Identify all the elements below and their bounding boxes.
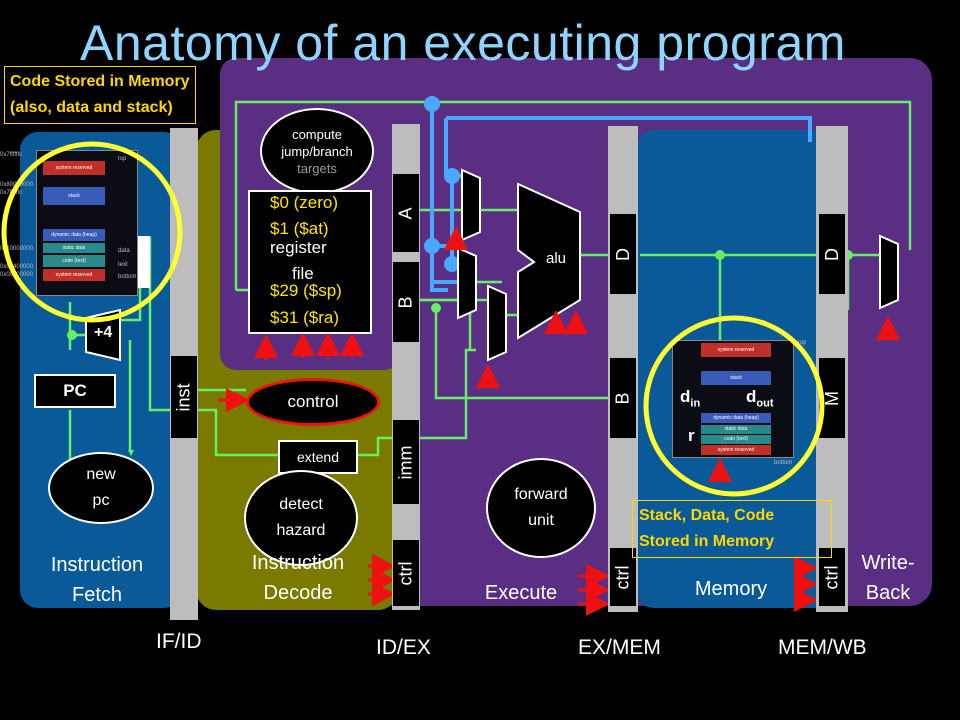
map-system-reserved-bottom: system reserved — [43, 269, 105, 281]
id-ex-label: ID/EX — [376, 636, 431, 659]
ex-mem-label: EX/MEM — [578, 636, 661, 659]
ex-mem-b-field: B — [610, 358, 636, 438]
register-file-label-1: register — [270, 238, 327, 257]
forward-node-b — [424, 238, 440, 254]
din-label: din — [680, 387, 701, 410]
code-map-address-1: 0x7ffffffc — [0, 152, 23, 158]
id-ex-a-field: A — [393, 174, 419, 252]
mux-writeback — [879, 234, 899, 310]
detect-line2: hazard — [276, 522, 326, 539]
map-stack: stack — [43, 187, 105, 205]
pc-register: PC — [34, 374, 116, 408]
control-unit: control — [246, 378, 380, 426]
dout-label: dout — [746, 387, 774, 410]
code-memory-callout: Code Stored in Memory (also, data and st… — [4, 66, 196, 124]
data-memory-fragment: r — [688, 426, 695, 445]
forward-node-a — [444, 168, 460, 184]
id-ex-ctrl-field: ctrl — [393, 540, 419, 606]
compute-line2: jump/branch — [281, 143, 353, 159]
new-pc-ellipse: new pc — [48, 452, 154, 524]
map-heap: dynamic data (heap) — [43, 229, 105, 241]
memory-stage-label: Memory — [694, 578, 768, 600]
reg-at-label: $1 ($at) — [270, 219, 329, 238]
code-memory-highlight — [1, 141, 183, 323]
reg-zero-label: $0 (zero) — [270, 193, 339, 212]
data-map-system-reserved-top: system reserved — [701, 343, 771, 357]
id-ex-imm-field: imm — [393, 420, 419, 504]
id-ex-b-field: B — [393, 262, 419, 342]
if-id-label: IF/ID — [156, 630, 202, 653]
plus4-label: +4 — [94, 324, 113, 341]
decode-stage-label: Instruction Decode — [251, 552, 345, 604]
reg-ra-label: $31 ($ra) — [270, 308, 339, 327]
data-map-top-label: top — [798, 340, 807, 346]
forward-line1: forward — [514, 486, 568, 503]
mem-wb-d-field: D — [819, 214, 845, 294]
ex-mem-ctrl-field: ctrl — [610, 548, 636, 606]
code-map-address-5: 0x00400000 — [0, 264, 34, 270]
code-map-address-4: 0x10000000 — [0, 246, 34, 252]
mux-a — [461, 168, 481, 242]
page-title: Anatomy of an executing program — [80, 15, 846, 71]
map-system-reserved-top: system reserved — [43, 161, 105, 175]
detect-line1: detect — [279, 496, 323, 513]
fetch-stage-label: Instruction Fetch — [50, 554, 144, 606]
data-memory-map-image: system reserved stack dynamic data (heap… — [672, 340, 794, 458]
data-memory-callout: Stack, Data, Code Stored in Memory — [632, 500, 832, 558]
map-static: static data — [43, 243, 105, 253]
data-map-system-reserved-bottom: system reserved — [701, 445, 771, 455]
writeback-stage-label: Write- Back — [861, 552, 915, 604]
mem-wb-label: MEM/WB — [778, 636, 867, 659]
register-file-box — [248, 190, 372, 334]
code-map-text-label: text — [118, 262, 128, 268]
ex-mem-d-field: D — [610, 214, 636, 294]
forward-node-top — [424, 96, 440, 112]
new-pc-line2: pc — [92, 492, 110, 509]
code-map-top-label: top — [118, 156, 127, 162]
compute-line1: compute — [292, 126, 342, 142]
code-memory-map-image: system reserved stack dynamic data (heap… — [36, 150, 138, 296]
code-map-bottom-label: bottom — [118, 274, 137, 280]
alu-shape — [517, 182, 581, 340]
register-file-label-2: file — [292, 264, 314, 283]
execute-stage-label: Execute — [484, 582, 558, 604]
data-map-static: static data — [701, 425, 771, 434]
data-map-code: code (text) — [701, 435, 771, 444]
hazard-detect-ellipse: detect hazard — [244, 470, 358, 566]
data-map-bottom-label: bottom — [774, 460, 793, 466]
alu-label: alu — [546, 250, 567, 267]
mux-b — [457, 246, 477, 320]
data-memory-highlight — [643, 315, 825, 497]
compute-targets-ellipse: compute jump/branch targets — [260, 108, 374, 194]
mux-imm — [487, 284, 507, 362]
forward-line2: unit — [528, 512, 554, 529]
data-map-stack: stack — [701, 371, 771, 385]
compute-line3: targets — [297, 160, 337, 176]
forward-unit-ellipse: forward unit — [486, 458, 596, 558]
data-map-heap: dynamic data (heap) — [701, 413, 771, 423]
code-map-data-label: data — [118, 248, 130, 254]
map-code: code (text) — [43, 255, 105, 267]
new-pc-line1: new — [86, 466, 116, 483]
if-id-inst-field: inst — [171, 356, 197, 438]
forward-node-c — [444, 256, 460, 272]
reg-sp-label: $29 ($sp) — [270, 281, 342, 300]
